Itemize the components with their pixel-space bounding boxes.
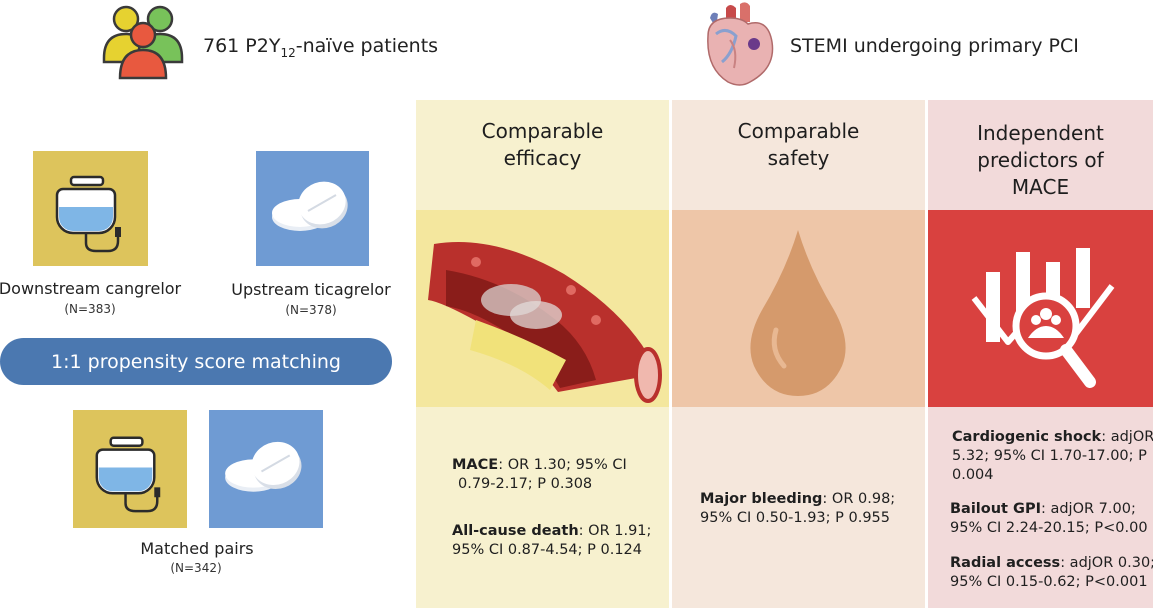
- pill-tablets-icon: [272, 181, 348, 231]
- predictors-title: Independent predictors of MACE: [977, 121, 1104, 199]
- cangrelor-tile: [33, 151, 148, 266]
- efficacy-title: Comparable efficacy: [481, 119, 604, 170]
- predictors-image-band: [928, 210, 1153, 407]
- predictor-radial-stat: Radial access: adjOR 0.30; 95% CI 0.15-0…: [950, 555, 1153, 590]
- predictors-column: Independent predictors of MACE Cardiogen…: [928, 100, 1153, 608]
- blood-vessel-icon: [428, 242, 662, 403]
- predictor-shock-stat: Cardiogenic shock: adjOR 5.32; 95% CI 1.…: [952, 429, 1153, 483]
- iv-bag-icon: [55, 175, 121, 253]
- matched-ticagrelor-tile: [209, 410, 323, 528]
- efficacy-column: Comparable efficacy MACE: OR 1.30; 95% C…: [416, 100, 669, 608]
- efficacy-death-stat: All-cause death: OR 1.91; 95% CI 0.87-4.…: [452, 523, 652, 558]
- people-group-icon: [102, 5, 184, 80]
- ticagrelor-tile: [256, 151, 369, 266]
- cangrelor-n: (N=383): [64, 302, 116, 316]
- safety-title: Comparable safety: [737, 119, 860, 170]
- safety-bleeding-stat: Major bleeding: OR 0.98; 95% CI 0.50-1.9…: [700, 491, 896, 526]
- patient-count-label: 761 P2Y12-naïve patients: [203, 35, 439, 60]
- population-label: STEMI undergoing primary PCI: [790, 35, 1079, 57]
- safety-image-band: [672, 210, 925, 407]
- predictor-gpi-stat: Bailout GPI: adjOR 7.00; 95% CI 2.24-20.…: [950, 501, 1148, 536]
- blood-drop-icon: [750, 230, 846, 396]
- safety-column: Comparable safety Major bleeding: OR 0.9…: [672, 100, 925, 608]
- ticagrelor-label: Upstream ticagrelor: [231, 280, 391, 299]
- efficacy-image-band: [416, 210, 669, 407]
- iv-bag-icon: [95, 436, 161, 513]
- matching-pill: 1:1 propensity score matching: [0, 338, 392, 385]
- matched-pairs-n: (N=342): [170, 561, 222, 575]
- efficacy-mace-stat: MACE: OR 1.30; 95% CI 0.79-2.17; P 0.308: [452, 457, 627, 492]
- matched-cangrelor-tile: [73, 410, 187, 528]
- pill-tablets-icon: [225, 441, 302, 492]
- heart-icon: [707, 2, 774, 86]
- cangrelor-label: Downstream cangrelor: [0, 279, 182, 298]
- ticagrelor-n: (N=378): [285, 303, 337, 317]
- bar-chart-magnifier-icon: [971, 248, 1115, 388]
- matched-pairs-label: Matched pairs: [140, 539, 254, 558]
